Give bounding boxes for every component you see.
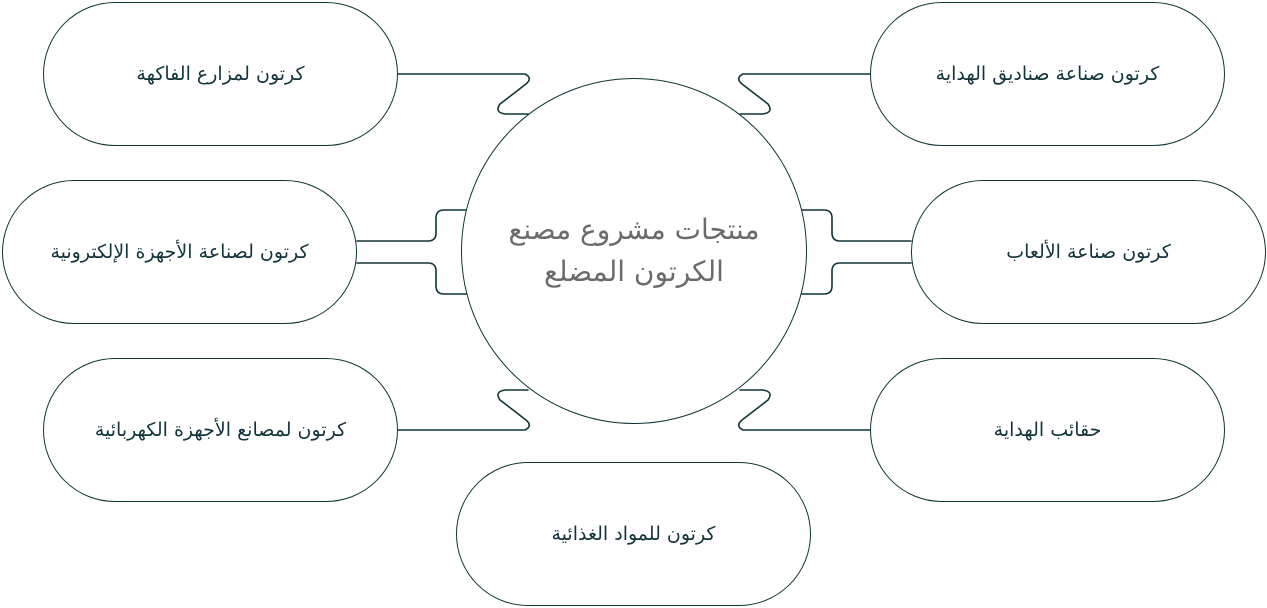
connector-top-right: [737, 73, 871, 115]
node-label: كرتون لمصانع الأجهزة الكهربائية: [94, 419, 347, 441]
node-label: كرتون لصناعة الأجهزة الإلكترونية: [50, 241, 309, 263]
center-hub-label: منتجات مشروع مصنع الكرتون المضلع: [508, 213, 760, 288]
node-electronics: كرتون لصناعة الأجهزة الإلكترونية: [2, 180, 357, 324]
node-gift-bags: حقائب الهداية: [870, 358, 1225, 502]
node-label: حقائب الهداية: [993, 419, 1102, 441]
node-label: كرتون للمواد الغذائية: [551, 523, 716, 545]
connector-mid-right-lower: [801, 262, 912, 295]
center-hub: منتجات مشروع مصنع الكرتون المضلع: [461, 78, 807, 424]
connector-bottom-left: [397, 389, 531, 431]
node-label: كرتون صناعة صناديق الهداية: [935, 63, 1160, 85]
connector-mid-right-upper: [801, 209, 912, 242]
node-fruit-farms: كرتون لمزارع الفاكهة: [43, 2, 398, 146]
connector-bottom-right: [737, 389, 871, 431]
node-label: كرتون صناعة الألعاب: [1006, 241, 1171, 263]
node-food-products: كرتون للمواد الغذائية: [456, 462, 811, 606]
node-electrical-appliances: كرتون لمصانع الأجهزة الكهربائية: [43, 358, 398, 502]
node-gift-boxes: كرتون صناعة صناديق الهداية: [870, 2, 1225, 146]
node-label: كرتون لمزارع الفاكهة: [136, 63, 305, 85]
node-toys: كرتون صناعة الألعاب: [911, 180, 1266, 324]
connector-mid-left-lower: [356, 262, 467, 295]
connector-top-left: [397, 73, 531, 115]
connector-mid-left-upper: [356, 209, 467, 242]
